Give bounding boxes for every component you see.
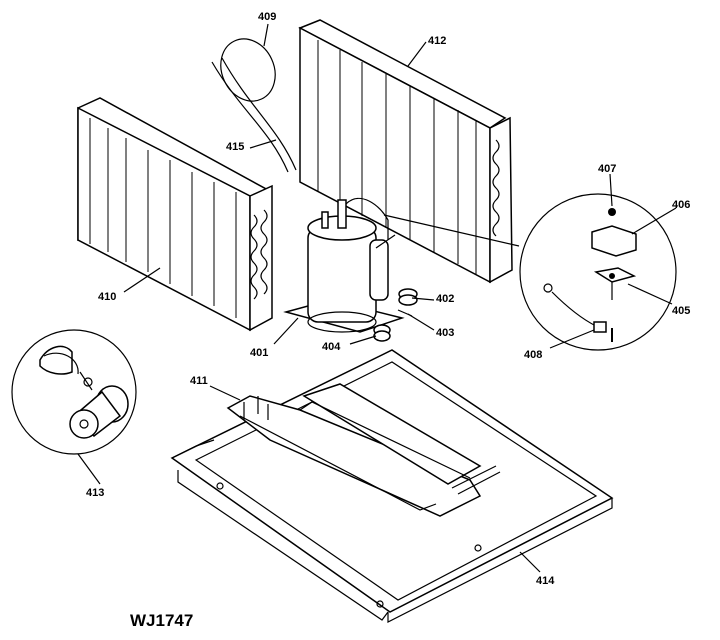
callout-labels: 409 412 415 410 401 402 403 404 407 406 … (86, 11, 690, 630)
callout-415: 415 (226, 141, 244, 153)
callout-414: 414 (536, 575, 555, 587)
detail-circle-left (11, 329, 137, 455)
callout-412: 412 (428, 35, 446, 47)
compressor (283, 197, 405, 333)
callout-413: 413 (86, 487, 104, 499)
callout-406: 406 (672, 199, 690, 211)
callout-402: 402 (436, 293, 454, 305)
callout-405: 405 (672, 305, 690, 317)
callout-403: 403 (436, 327, 454, 339)
capillary-tube (211, 38, 297, 173)
evaporator-coil (298, 19, 513, 284)
callout-401: 401 (250, 347, 268, 359)
callout-410: 410 (98, 291, 116, 303)
callout-407: 407 (598, 163, 616, 175)
base-rail (226, 383, 501, 517)
callout-404: 404 (322, 341, 341, 353)
leader-lines (77, 23, 677, 573)
callout-411: 411 (190, 375, 208, 387)
callout-409: 409 (258, 11, 276, 23)
detail-circle-right (383, 193, 677, 351)
drawing-code: WJ1747 (130, 611, 193, 630)
condenser-coil (77, 97, 273, 332)
callout-408: 408 (524, 349, 542, 361)
